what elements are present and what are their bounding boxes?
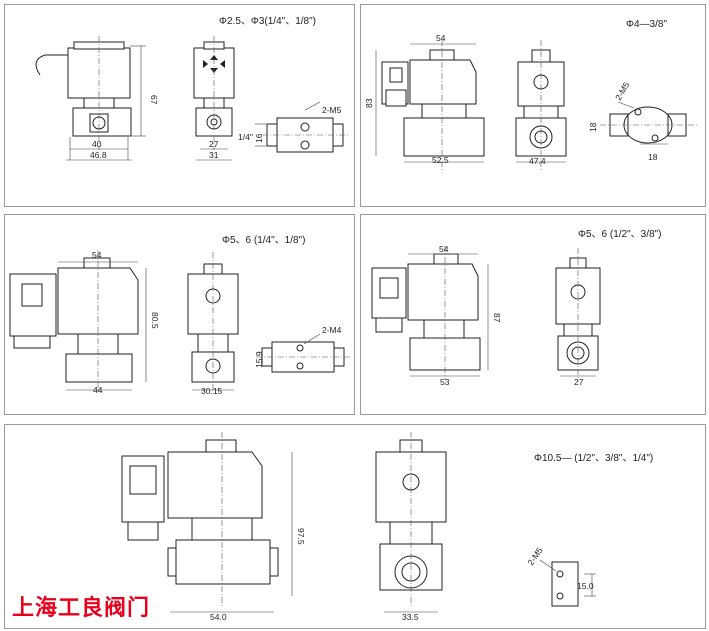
panel-5-mount-holes: 2-M5 [525,545,544,567]
panel-4-spec: Φ5、6 (1/2"、3/8") [578,229,661,240]
panel-3-front-view [9,250,147,392]
panel-1: Φ2.5、Φ3(1/4"、1/8") 67 40 46.8 [35,16,350,161]
panel-5-dim-side-width: 33.5 [402,612,419,622]
panel-3-side-view [187,252,239,392]
panel-1-dim-height: 67 [149,95,159,105]
panel-3-mount-spacing: 15.9 [254,351,264,368]
panel-4-dim-body-length: 53 [440,377,450,387]
panel-5: Φ10.5— (1/2"、3/8"、1/4") 97.5 54.0 [121,432,653,622]
panel-3-dim-side-width: 30.15 [201,386,223,396]
panel-1-mount-view [255,101,350,153]
panel-3: Φ5、6 (1/4"、1/8") 54 80.5 44 30 [9,235,350,396]
panel-1-frame [4,4,355,207]
panel-1-port-size: 1/4" [238,132,253,142]
panel-3-dim-height: 80.5 [150,312,160,329]
panel-2-side-view [515,40,567,170]
panel-2-dim-height: 83 [364,98,374,108]
panel-2-spec: Φ4—3/8" [626,19,667,30]
panel-2-mount-spacing: 18 [648,152,658,162]
panel-4: Φ5、6 (1/2"、3/8") 54 87 53 [371,229,661,387]
panel-5-side-view [375,432,447,613]
panel-1-front-view [35,36,146,161]
panel-1-dim-side-top: 27 [209,139,219,149]
panel-2-mount-width: 18 [588,122,598,132]
panel-2-dim-coil-width: 54 [436,33,446,43]
panel-1-side-view [193,36,235,161]
panel-5-front-view [121,432,293,613]
panel-1-mount-spacing: 16 [254,133,264,143]
panel-1-dim-width-top: 40 [92,139,102,149]
panel-1-mount-holes: 2-M5 [322,105,342,115]
brand-logo-text: 上海工良阀门 [12,596,151,621]
panel-2-mount-view [600,101,698,145]
panel-5-dim-body-length: 54.0 [210,612,227,622]
panel-2: Φ4—3/8" 54 83 52.5 47.4 [364,19,698,170]
panel-2-dim-body-length: 52.5 [432,155,449,165]
panel-5-mount-spacing: 15.0 [577,581,594,591]
panel-3-dim-coil-width: 54 [92,250,102,260]
panel-5-spec: Φ10.5— (1/2"、3/8"、1/4") [534,453,653,464]
panel-4-dim-side-width: 27 [574,377,584,387]
panel-1-dim-side-bottom: 31 [209,150,219,160]
panel-5-frame [4,424,706,629]
panel-5-mount-view [539,559,596,607]
panel-4-side-view [555,248,601,382]
panel-2-front-view [375,40,485,170]
panel-2-dim-side-width: 47.4 [529,156,546,166]
panel-5-dim-height: 97.5 [296,528,306,545]
panel-3-spec: Φ5、6 (1/4"、1/8") [222,235,305,246]
panel-4-front-view [371,246,489,380]
panel-3-dim-body-length: 44 [93,385,103,395]
panel-1-dim-width-bottom: 46.8 [90,150,107,160]
panel-3-mount-holes: 2-M4 [322,325,342,335]
panel-4-dim-coil-width: 54 [439,244,449,254]
panel-2-mount-holes: 2-M5 [613,80,631,102]
panel-1-spec: Φ2.5、Φ3(1/4"、1/8") [219,16,316,27]
panel-4-dim-height: 87 [492,313,502,323]
panel-3-mount-view [256,333,350,373]
